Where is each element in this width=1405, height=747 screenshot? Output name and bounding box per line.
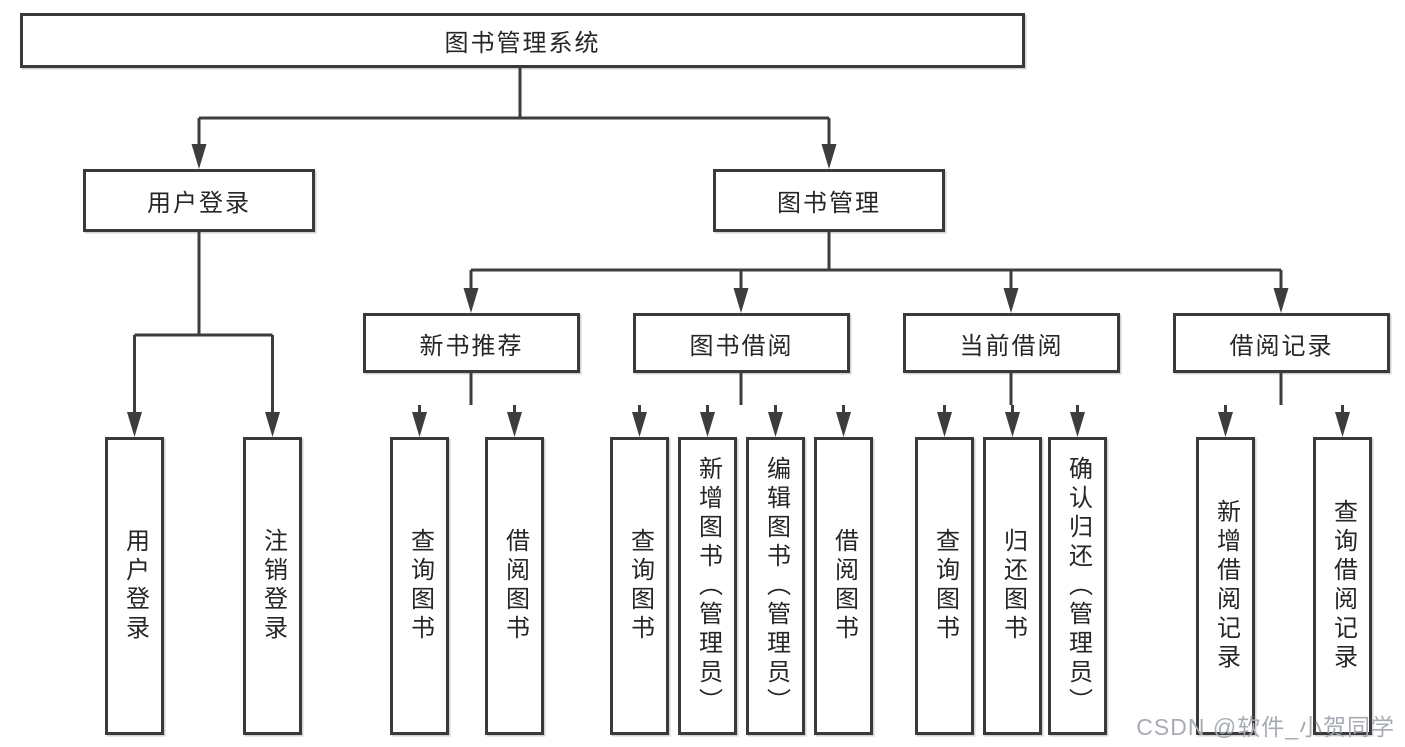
node-query-borrow-record: 查询借阅记录 — [1313, 437, 1372, 735]
node-add-books-admin: 新增图书（管理员） — [678, 437, 737, 735]
arrowhead-icon — [1003, 288, 1019, 313]
node-confirm-return-admin: 确认归还（管理员） — [1048, 437, 1107, 735]
arrowhead-icon — [127, 412, 142, 437]
arrowhead-icon — [768, 412, 783, 437]
arrowhead-icon — [700, 412, 715, 437]
node-current-borrowing: 当前借阅 — [903, 313, 1120, 373]
node-new-book-recommend: 新书推荐 — [363, 313, 580, 373]
node-edit-books-admin: 编辑图书（管理员） — [746, 437, 805, 735]
node-borrow-records: 借阅记录 — [1173, 313, 1390, 373]
node-query-books-current: 查询图书 — [915, 437, 974, 735]
arrowhead-icon — [937, 412, 952, 437]
csdn-watermark: CSDN @软件_小贺同学 — [1136, 714, 1395, 740]
node-user-login: 用户登录 — [83, 169, 315, 232]
node-book-management: 图书管理 — [713, 169, 945, 232]
arrowhead-icon — [1218, 412, 1233, 437]
node-return-books: 归还图书 — [983, 437, 1042, 735]
arrowhead-icon — [632, 412, 647, 437]
arrowhead-icon — [265, 412, 280, 437]
node-query-books-recommend: 查询图书 — [390, 437, 449, 735]
arrowhead-icon — [507, 412, 522, 437]
node-query-books-borrow: 查询图书 — [610, 437, 669, 735]
node-library-management-system: 图书管理系统 — [20, 13, 1025, 68]
arrowhead-icon — [733, 288, 749, 313]
connector-path — [133, 68, 1344, 417]
arrowhead-icon — [1335, 412, 1350, 437]
arrowhead-icon — [1005, 412, 1020, 437]
node-borrow-books-leaf: 借阅图书 — [814, 437, 873, 735]
arrowhead-icon — [463, 288, 479, 313]
arrowhead-icon — [1273, 288, 1289, 313]
arrowhead-icon — [412, 412, 427, 437]
arrowhead-icon — [836, 412, 851, 437]
arrowheads — [127, 144, 1350, 437]
arrowhead-icon — [191, 144, 207, 169]
node-book-borrowing: 图书借阅 — [633, 313, 850, 373]
node-add-borrow-record: 新增借阅记录 — [1196, 437, 1255, 735]
node-borrow-books-recommend: 借阅图书 — [485, 437, 544, 735]
node-logout: 注销登录 — [243, 437, 302, 735]
arrowhead-icon — [821, 144, 837, 169]
node-user-login-leaf: 用户登录 — [105, 437, 164, 735]
arrowhead-icon — [1070, 412, 1085, 437]
